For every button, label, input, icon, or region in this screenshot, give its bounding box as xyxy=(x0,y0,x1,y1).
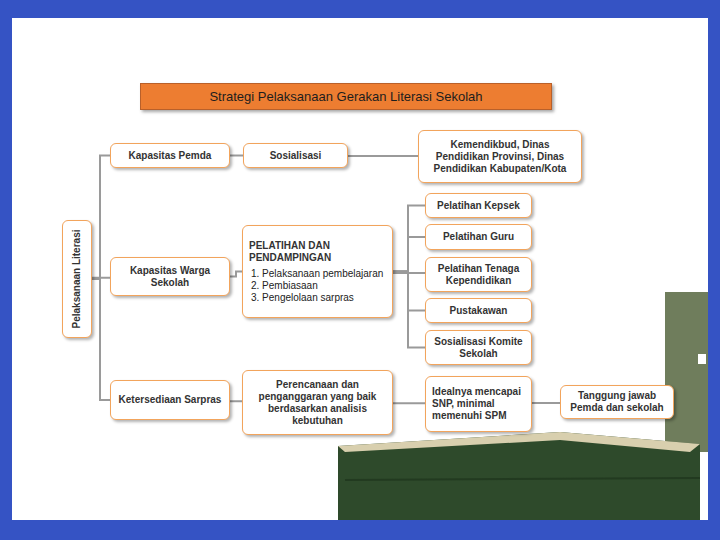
box-text: Perencanaan dan penganggaran yang baik b… xyxy=(249,379,386,427)
connector-line xyxy=(92,279,110,400)
process-box: Pelatihan Kepsek xyxy=(425,193,532,218)
box-text: PELATIHAN DAN PENDAMPINGAN xyxy=(249,240,386,264)
process-box: Tanggung jawab Pemda dan sekolah xyxy=(560,385,674,419)
book-edge xyxy=(345,478,700,480)
box-text: Kapasitas Warga Sekolah xyxy=(117,265,223,289)
process-box: Sosialisasi xyxy=(243,143,348,168)
list-item: 3. Pengelolaan sarpras xyxy=(249,292,386,304)
process-box: Perencanaan dan penganggaran yang baik b… xyxy=(242,370,393,435)
box-text: Sosialisasi Komite Sekolah xyxy=(432,336,525,360)
process-box: Sosialisasi Komite Sekolah xyxy=(425,330,532,365)
box-text: Kapasitas Pemda xyxy=(117,150,223,162)
connector-line xyxy=(230,400,242,402)
box-text: Idealnya mencapai SNP, minimal memenuhi … xyxy=(432,386,525,422)
list-item: 1. Pelaksanaan pembelajaran xyxy=(249,268,386,280)
connector-line xyxy=(230,155,243,157)
box-text: Pelatihan Kepsek xyxy=(432,200,525,212)
connector-line xyxy=(92,156,110,280)
connector-line xyxy=(393,237,425,272)
connector-line xyxy=(393,402,425,404)
process-box: Idealnya mencapai SNP, minimal memenuhi … xyxy=(425,376,532,432)
process-box: Pustakawan xyxy=(425,298,532,323)
process-box: Kapasitas Warga Sekolah xyxy=(110,257,230,296)
box-text: Sosialisasi xyxy=(250,150,341,162)
connector-line xyxy=(348,155,418,157)
title-text: Strategi Pelaksanaan Gerakan Literasi Se… xyxy=(209,89,482,104)
title-banner: Strategi Pelaksanaan Gerakan Literasi Se… xyxy=(140,83,552,110)
box-text: Pustakawan xyxy=(432,305,525,317)
box-text: Pelatihan Guru xyxy=(432,231,525,243)
vertical-label-box: Pelaksanaan Literasi xyxy=(62,220,92,338)
connector-line xyxy=(393,206,425,272)
box-text: Pelatihan Tenaga Kependidikan xyxy=(432,263,525,287)
book-pages xyxy=(338,432,700,452)
book-spine xyxy=(665,292,708,452)
white-slide xyxy=(12,18,708,520)
box-text: Pelaksanaan Literasi xyxy=(71,230,83,329)
process-box: Pelatihan Guru xyxy=(425,224,532,250)
process-box: PELATIHAN DAN PENDAMPINGAN 1. Pelaksanaan… xyxy=(242,225,393,318)
book-cover xyxy=(338,432,700,520)
process-box: Ketersediaan Sarpras xyxy=(110,380,230,420)
connector-line xyxy=(393,272,425,348)
process-box: Kapasitas Pemda xyxy=(110,143,230,168)
process-box: Kemendikbud, Dinas Pendidikan Provinsi, … xyxy=(418,130,582,183)
box-text: Tanggung jawab Pemda dan sekolah xyxy=(567,390,667,414)
list-item: 2. Pembiasaan xyxy=(249,280,386,292)
box-text: Kemendikbud, Dinas Pendidikan Provinsi, … xyxy=(425,139,575,175)
book-label xyxy=(698,354,706,364)
process-box: Pelatihan Tenaga Kependidikan xyxy=(425,257,532,292)
box-text: Ketersediaan Sarpras xyxy=(117,394,223,406)
connector-line xyxy=(230,272,242,277)
connector-line xyxy=(532,402,560,404)
